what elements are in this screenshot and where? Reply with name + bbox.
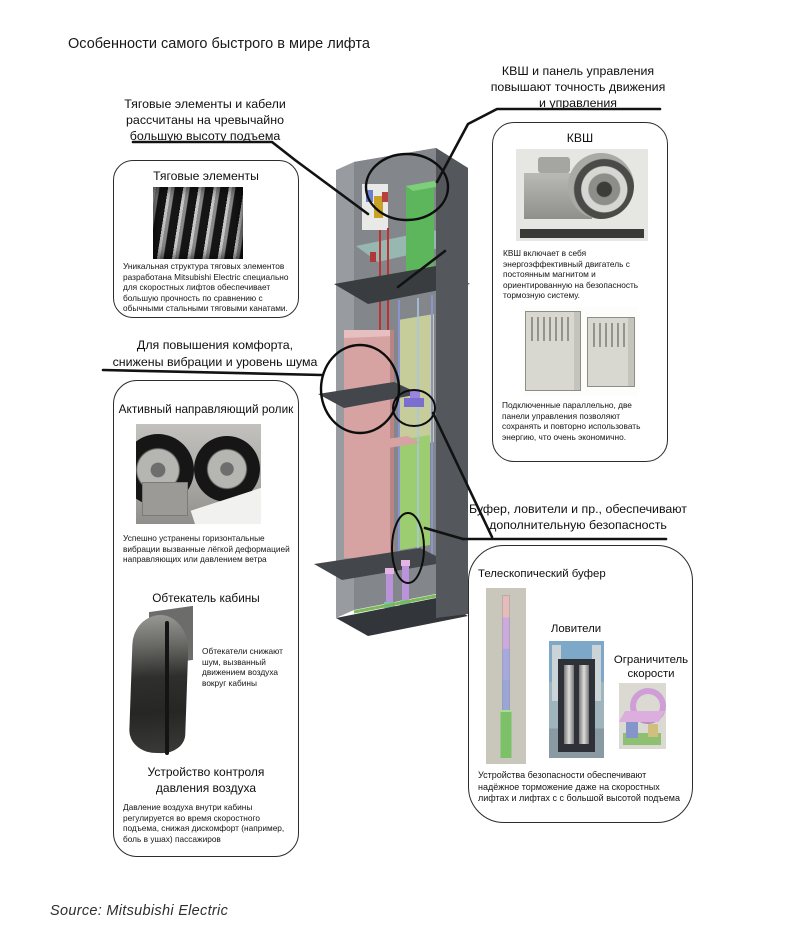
- cabinet-vents: [531, 317, 571, 341]
- speed-governor-title: Ограничитель скорости: [613, 654, 689, 681]
- callout-comfort: Для повышения комфорта, снижены вибрации…: [112, 338, 318, 369]
- governor-block: [648, 724, 658, 737]
- leader-lines: [101, 107, 668, 541]
- traction-elements-box: Тяговые элементы Уникальная структура тя…: [113, 160, 299, 318]
- steel-wire-ropes-photo: [153, 187, 243, 259]
- callout-machine-panel: КВШ и панель управления повышают точност…: [490, 64, 666, 110]
- traction-machine-photo: [516, 149, 648, 241]
- machine-base: [520, 229, 644, 238]
- traction-machine-body: КВШ включает в себя энергоэффективный дв…: [503, 248, 639, 301]
- gear-cylinder: [579, 665, 589, 744]
- gear-cylinder: [564, 665, 574, 744]
- callout-safety: Буфер, ловители и пр., обеспечивают допо…: [469, 502, 687, 532]
- safety-devices-body: Устройства безопасности обеспечивают над…: [478, 770, 680, 804]
- car-aerodynamic-fairing-photo: [128, 605, 198, 758]
- car-fairing-body: Обтекатели снижают шум, вызванный движен…: [202, 646, 283, 688]
- telescopic-buffer-photo: [486, 588, 526, 764]
- control-panel-cabinet: [587, 317, 635, 387]
- page-title: Особенности самого быстрого в мире лифта: [68, 36, 370, 52]
- cabinet-vents: [593, 323, 625, 347]
- safety-devices-box: Телескопический буфер Ловители Ограничит…: [468, 545, 693, 823]
- callout-traction-cables: Тяговые элементы и кабели рассчитаны на …: [124, 97, 286, 143]
- safety-gear-photo: [549, 641, 604, 758]
- air-pressure-title: Устройство контроля давления воздуха: [147, 765, 265, 795]
- active-roller-title: Активный направляющий ролик: [118, 402, 294, 416]
- active-roller-body: Успешно устранены горизонтальные вибраци…: [123, 533, 290, 565]
- machine-drum: [568, 153, 634, 219]
- gear-body: [558, 659, 595, 752]
- fairing-shape: [128, 614, 190, 754]
- two-control-panels-photo: [523, 307, 638, 396]
- traction-machine-box: КВШ КВШ включает в себя энергоэффективны…: [492, 122, 668, 462]
- governor-arm: [618, 711, 666, 722]
- source-caption: Source: Mitsubishi Electric: [50, 903, 229, 919]
- elevator-shaft-3d: [314, 148, 470, 636]
- telescopic-buffer-title: Телескопический буфер: [478, 568, 606, 580]
- machine-detail: [538, 157, 570, 173]
- control-panel-cabinet: [525, 311, 581, 391]
- comfort-features-box: Активный направляющий ролик Успешно устр…: [113, 380, 299, 857]
- traction-machine-title: КВШ: [566, 131, 594, 145]
- gear-post: [552, 645, 561, 701]
- speed-governor-photo: [618, 682, 672, 749]
- air-pressure-body: Давление воздуха внутри кабины регулируе…: [123, 802, 285, 844]
- control-panels-body: Подключенные параллельно, две панели упр…: [502, 400, 641, 442]
- roller-machinery: [142, 482, 188, 516]
- buffer-rod: [502, 596, 510, 712]
- active-guide-roller-photo: [136, 424, 261, 524]
- gear-post: [592, 645, 601, 701]
- car-fairing-title: Обтекатель кабины: [152, 591, 260, 605]
- fairing-rail: [165, 621, 169, 755]
- annotation-circles: [319, 152, 450, 584]
- buffer-base: [500, 710, 512, 758]
- governor-block: [626, 722, 638, 738]
- safety-gear-title: Ловители: [550, 623, 602, 635]
- traction-elements-body: Уникальная структура тяговых элементов р…: [123, 261, 289, 314]
- traction-elements-title: Тяговые элементы: [153, 169, 259, 183]
